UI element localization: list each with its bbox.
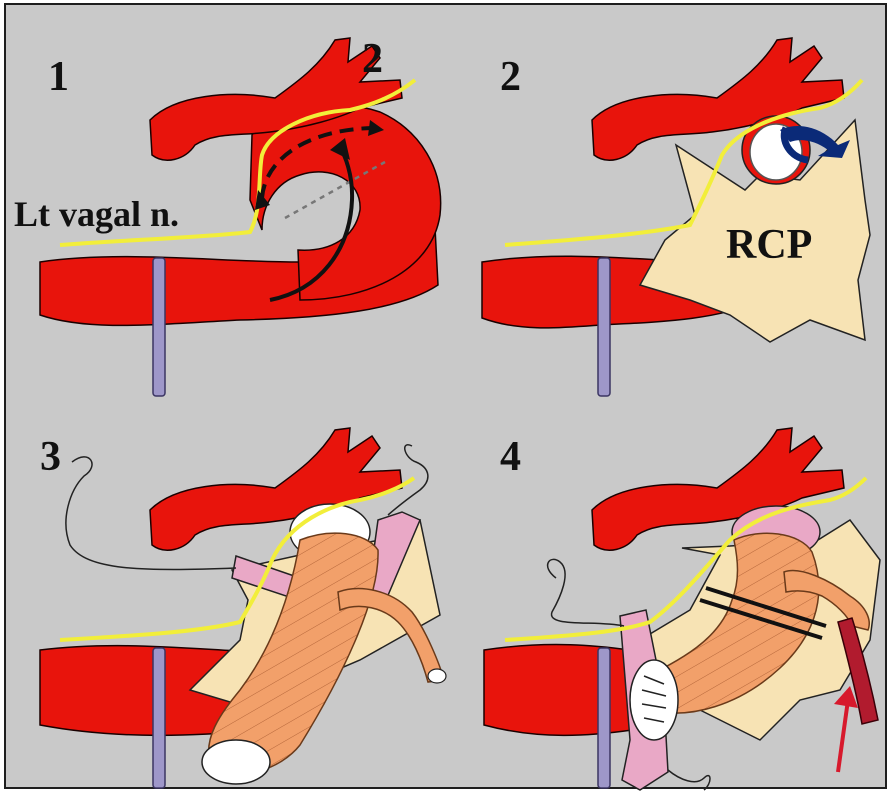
clamp <box>153 258 165 396</box>
clamp <box>153 648 165 788</box>
distal-anastomosis <box>630 660 678 740</box>
suture-thread-lower <box>668 770 710 790</box>
graft-branch-end <box>428 669 446 683</box>
panel-1-extra-number: 2 <box>362 36 383 82</box>
panel-2-number: 2 <box>500 54 521 100</box>
clamp <box>598 258 610 396</box>
suture-thread <box>548 559 624 626</box>
panel-4-number: 4 <box>500 434 521 480</box>
graft-distal-end <box>202 740 270 784</box>
red-flow-arrow <box>838 700 848 772</box>
panel-4: 4 <box>484 428 880 790</box>
panel-2: 2 RCP <box>482 38 870 396</box>
panel-1: 1 2 Lt vagal n. <box>14 36 441 396</box>
vagal-nerve-label: Lt vagal n. <box>14 194 179 234</box>
panel-3: 3 <box>40 428 446 788</box>
panel-3-number: 3 <box>40 434 61 480</box>
rcp-label: RCP <box>726 222 812 268</box>
clamp <box>598 648 610 788</box>
panel-1-number: 1 <box>48 54 69 100</box>
